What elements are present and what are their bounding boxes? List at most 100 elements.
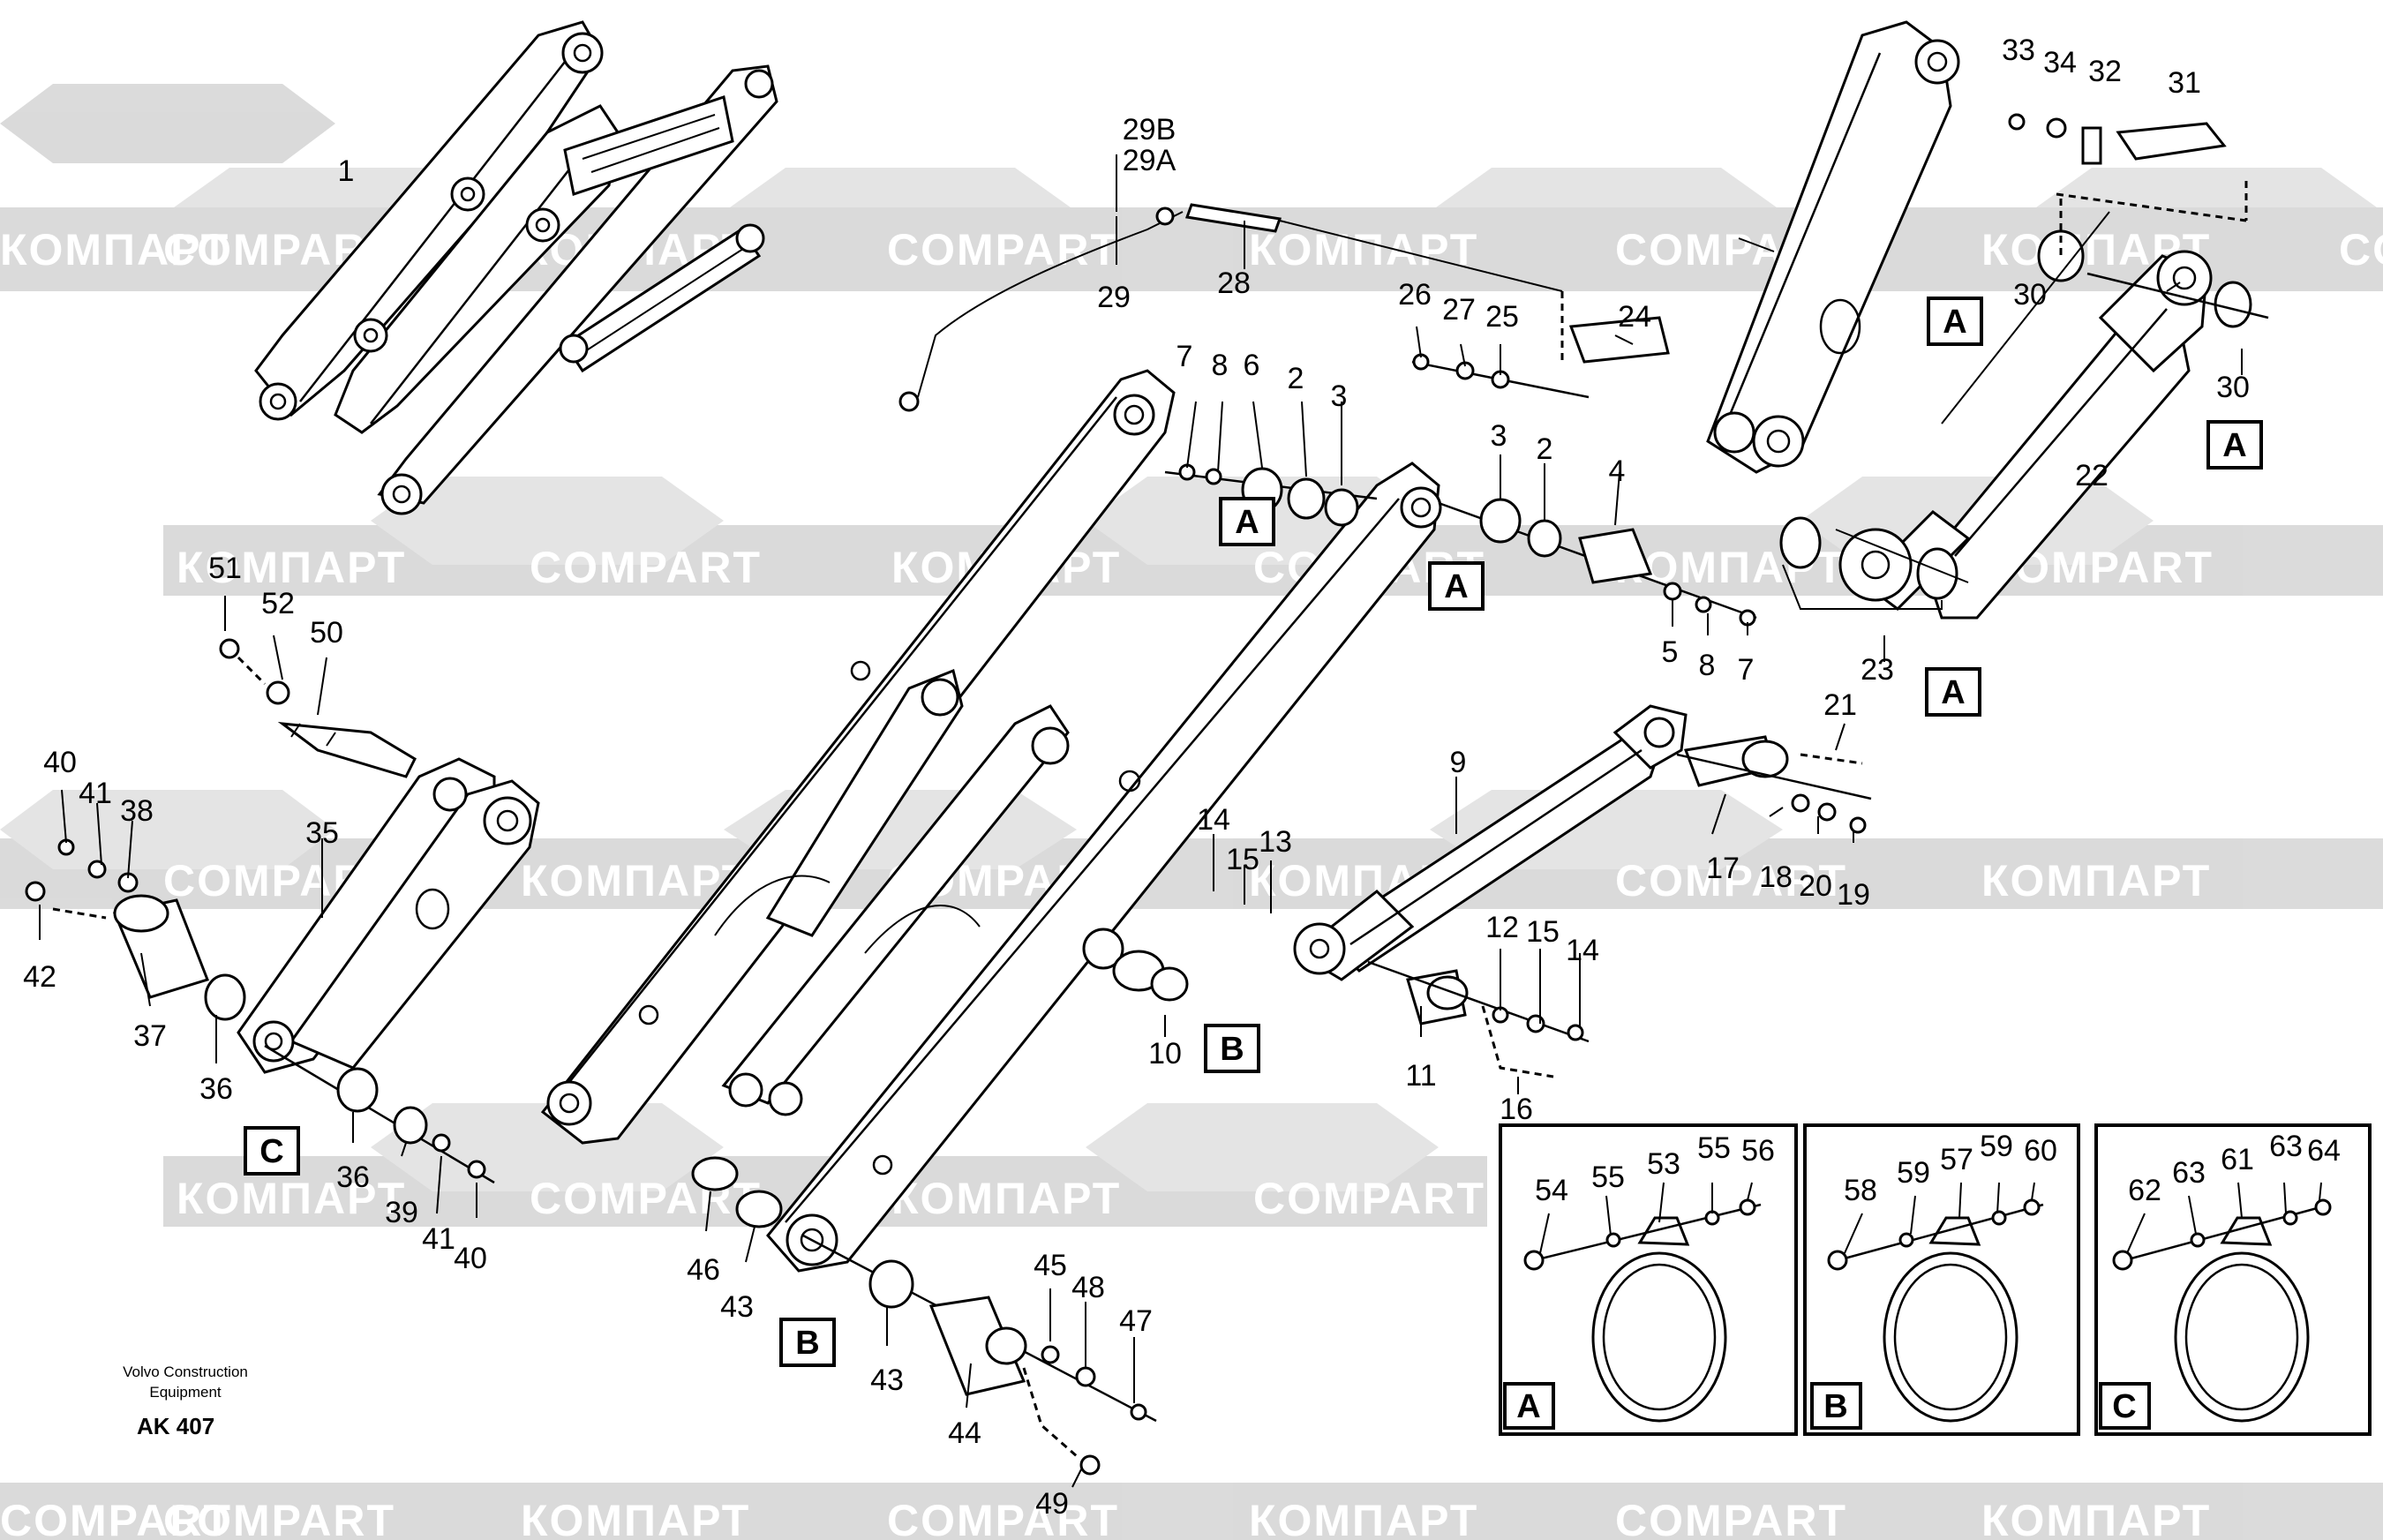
callout-44: 44: [948, 1416, 981, 1450]
callout-47: 47: [1119, 1304, 1153, 1338]
pin-31-assembly: [2008, 113, 2269, 328]
callout-55: 55: [1697, 1131, 1731, 1165]
ref-box-a-1: A: [1219, 497, 1275, 546]
ref-box-b-1: B: [1204, 1024, 1260, 1073]
callout-2: 2: [1288, 362, 1304, 395]
watermark-text: COMPART: [887, 1496, 1119, 1540]
callout-34: 34: [2043, 46, 2077, 79]
callout-37: 37: [133, 1019, 167, 1053]
callout-8: 8: [1212, 349, 1229, 382]
footer-block: Volvo Construction Equipment AK 407: [123, 1363, 248, 1439]
callout-45: 45: [1034, 1249, 1067, 1282]
callout-20: 20: [1799, 869, 1832, 903]
callout-55: 55: [1591, 1161, 1625, 1194]
callout-24: 24: [1618, 300, 1651, 334]
callout-7: 7: [1738, 653, 1755, 687]
ref-box-detail-c: C: [2099, 1382, 2151, 1430]
callout-49: 49: [1035, 1487, 1069, 1521]
ref-letter-a: A: [2222, 427, 2246, 464]
bracket-50: [277, 721, 417, 778]
pins-bottom: [691, 950, 1189, 1476]
callout-50: 50: [310, 616, 343, 650]
ref-letter-a: A: [1444, 568, 1468, 605]
callout-35: 35: [305, 816, 339, 850]
footer-company-line2: Equipment: [149, 1384, 222, 1401]
callout-10: 10: [1148, 1037, 1182, 1070]
callout-30: 30: [2216, 371, 2250, 404]
callout-14: 14: [1566, 934, 1599, 967]
pins-upper-boom: [898, 203, 1757, 627]
callout-29b: 29B: [1123, 113, 1176, 146]
ref-letter-b: B: [1823, 1388, 1847, 1425]
callout-33: 33: [2002, 34, 2035, 67]
watermark-text: КОМПАРТ: [1249, 225, 1478, 274]
callout-64: 64: [2307, 1134, 2341, 1168]
ref-letter-a: A: [1516, 1388, 1540, 1425]
watermark-text: COMPART: [0, 1496, 232, 1540]
callout-27: 27: [1442, 293, 1476, 327]
ref-letter-c: C: [259, 1133, 283, 1170]
footer-code: AK 407: [137, 1413, 214, 1439]
callout-9: 9: [1450, 746, 1467, 779]
callout-41: 41: [422, 1222, 455, 1256]
watermark-text: КОМПАРТ: [1249, 1496, 1478, 1540]
callout-15: 15: [1226, 843, 1259, 876]
callout-48: 48: [1071, 1271, 1105, 1304]
ref-letter-b: B: [795, 1325, 819, 1362]
callout-8: 8: [1699, 649, 1716, 682]
callout-51: 51: [208, 552, 242, 585]
callout-6: 6: [1244, 349, 1260, 382]
callout-29: 29: [1097, 281, 1131, 314]
leader-lines: [39, 154, 2322, 1488]
callout-11: 11: [1405, 1059, 1436, 1093]
boom-left-arm: [540, 369, 1176, 1145]
ref-box-b-2: B: [779, 1318, 836, 1367]
watermark-text: COMPART: [2339, 225, 2383, 274]
pins-left: [25, 638, 495, 1184]
callout-63: 63: [2172, 1156, 2206, 1190]
callout-16: 16: [1500, 1093, 1533, 1126]
watermark-text: КОМПАРТ: [177, 1174, 406, 1223]
callout-14: 14: [1197, 803, 1230, 837]
callout-3: 3: [1331, 379, 1348, 413]
callout-56: 56: [1741, 1134, 1775, 1168]
callout-5: 5: [1662, 635, 1679, 669]
callout-30: 30: [2013, 278, 2047, 312]
callout-43: 43: [870, 1363, 904, 1397]
watermark-text: КОМПАРТ: [521, 1496, 750, 1540]
link-35: [237, 757, 540, 1074]
callout-3: 3: [1491, 419, 1507, 453]
pin-17-assembly: [1676, 735, 1872, 834]
watermark-text: COMPART: [530, 543, 762, 592]
callout-7: 7: [1176, 340, 1193, 373]
ref-box-detail-a: A: [1503, 1382, 1555, 1430]
boom-right-arm: [714, 462, 1442, 1273]
ref-letter-a: A: [1943, 304, 1966, 341]
callout-32: 32: [2088, 55, 2122, 88]
callout-21: 21: [1823, 688, 1857, 722]
callout-39: 39: [385, 1196, 418, 1229]
callout-23: 23: [1861, 653, 1894, 687]
callout-38: 38: [120, 794, 154, 828]
callout-31: 31: [2168, 66, 2201, 100]
callout-1: 1: [338, 154, 355, 188]
callout-41: 41: [79, 777, 112, 810]
callout-4: 4: [1609, 454, 1626, 488]
watermark-text: КОМПАРТ: [1981, 1496, 2211, 1540]
callout-26: 26: [1398, 278, 1432, 312]
callout-54: 54: [1535, 1174, 1568, 1207]
washers-23: [1779, 516, 1969, 610]
watermark-text: КОМПАРТ: [891, 1174, 1121, 1223]
ref-letter-a: A: [1235, 504, 1259, 541]
watermark-text: COMPART: [1615, 856, 1847, 905]
footer-company-line1: Volvo Construction: [123, 1363, 248, 1380]
callout-42: 42: [23, 960, 56, 994]
callout-61: 61: [2221, 1143, 2254, 1176]
callout-13: 13: [1259, 825, 1292, 859]
callout-40: 40: [43, 746, 77, 779]
callout-18: 18: [1759, 860, 1793, 894]
callout-62: 62: [2128, 1174, 2161, 1207]
callout-25: 25: [1485, 300, 1519, 334]
